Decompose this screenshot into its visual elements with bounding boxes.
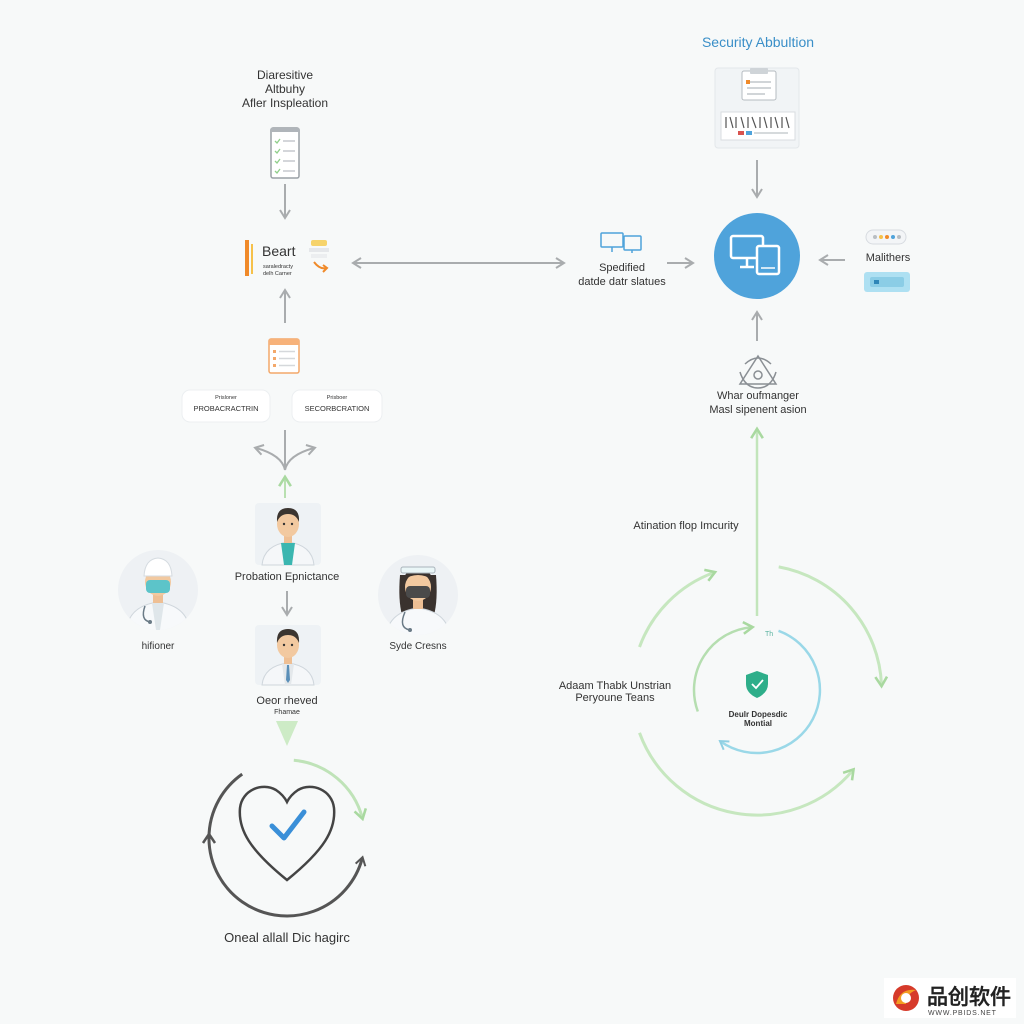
shield-icon [746, 671, 768, 698]
mid-label-line-1: Whar oufmanger [717, 390, 799, 402]
stack-icon [309, 240, 329, 273]
beart-line-2: delh Carner [263, 271, 292, 277]
pill-probacractrin: Prisloner PROBACRACTRIN [181, 389, 271, 423]
doctor-avatar [255, 503, 321, 566]
checklist-icon [270, 127, 300, 179]
cycle-tag: Th [765, 631, 773, 638]
top-left-label: Diaresitive Altbuhy Afler Inspleation [242, 68, 328, 110]
doctor-avatar [255, 625, 321, 686]
pill-tag: Prisboer [327, 395, 348, 401]
fork-arrows [253, 430, 317, 471]
beart-title: Beart [262, 243, 296, 259]
top-left-label-line-3: Afler Inspleation [242, 96, 328, 110]
staff-label-oeor: Oeor rheved [256, 695, 317, 707]
top-left-label-line-1: Diaresitive [257, 68, 313, 82]
inner-cycle [692, 627, 822, 755]
bottom-left-label: Oneal allall Dic hagirc [224, 930, 350, 945]
pill-tag: Prisloner [215, 395, 237, 401]
clipboard-icon [741, 68, 777, 101]
outer-cycle [638, 565, 882, 817]
cycle-center-line-1: Deulr Dopesdic [729, 710, 788, 719]
cycle-center-line-2: Montial [744, 719, 772, 728]
top-left-label-line-2: Altbuhy [265, 82, 305, 96]
side-label: Malithers [866, 252, 911, 264]
staff-sublabel-oeor: Fhamae [274, 709, 300, 716]
status-pill-icon [865, 229, 907, 245]
brand-logo-icon [893, 985, 919, 1011]
specified-label-line-2: datde datr slatues [578, 276, 666, 288]
staff-label-left: hifioner [142, 641, 175, 652]
watermark-url: WWW.PBIDS.NET [928, 1010, 997, 1017]
pill-label: PROBACRACTRIN [193, 404, 258, 413]
staff-label-probation: Probation Epnictance [235, 571, 340, 583]
orange-bar-icon [245, 240, 249, 276]
watermark-brand: 品创软件 [927, 985, 1011, 1009]
beart-line-1: saraledracty [263, 264, 293, 270]
beart-node: Beart saraledracty delh Carner [245, 240, 329, 277]
heart-check-icon [238, 785, 336, 882]
watermark: 品创软件 WWW.PBIDS.NET [884, 978, 1016, 1018]
nurse-masked-avatar [378, 555, 458, 635]
loop-label: Atination flop Imcurity [633, 520, 739, 532]
specified-label-line-1: Spedified [599, 262, 645, 274]
mid-label-line-2: Masl sipenent asion [709, 404, 806, 416]
recycle-icon [738, 354, 778, 389]
doctor-masked-avatar [118, 550, 198, 630]
security-card [714, 67, 800, 149]
label-strip-icon [720, 111, 796, 141]
card-icon [864, 272, 910, 292]
arrow-down-green-triangle [276, 721, 298, 746]
pill-secorbcration: Prisboer SECORBCRATION [291, 389, 383, 423]
small-monitor-icon [600, 232, 642, 253]
heart-cycle [201, 758, 362, 918]
pill-label: SECORBCRATION [305, 404, 370, 413]
right-title: Security Abbultion [702, 34, 814, 50]
monitor-icon [729, 234, 781, 276]
document-icon [268, 338, 300, 374]
staff-label-right: Syde Cresns [389, 641, 446, 652]
cycle-left-line-1: Adaam Thabk Unstrian [559, 680, 671, 692]
cycle-left-line-2: Peryoune Teans [575, 692, 655, 704]
monitor-hub [714, 213, 800, 299]
